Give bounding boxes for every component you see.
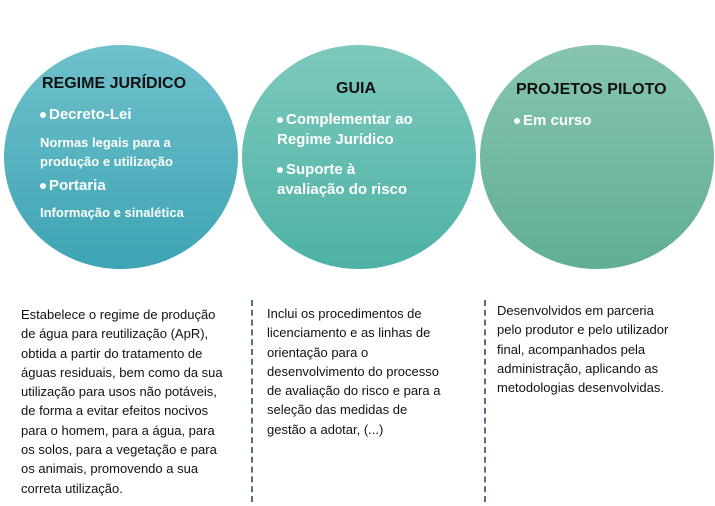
title-projetos-piloto: PROJETOS PILOTO bbox=[516, 81, 667, 98]
detail-portaria: Informação e sinalética bbox=[40, 205, 184, 220]
text-line: águas residuais, bem como da sua bbox=[21, 364, 223, 380]
bullet-text: Suporte à bbox=[286, 161, 356, 178]
text-line: licenciamento e as linhas de bbox=[267, 325, 431, 341]
text-line: orientação para o bbox=[267, 344, 369, 360]
circle-guia bbox=[242, 45, 476, 269]
divider bbox=[251, 300, 253, 502]
detail-decreto-lei: Normas legais para a produção e utilizaçã… bbox=[40, 133, 173, 171]
bullet-portaria: Portaria bbox=[40, 176, 106, 196]
text-line: de avaliação do risco e para a bbox=[267, 383, 441, 399]
text-line: administração, aplicando as bbox=[497, 360, 659, 376]
text-line: Inclui os procedimentos de bbox=[267, 306, 422, 321]
text-line: obtida a partir do tratamento de bbox=[21, 345, 203, 361]
bullet-icon bbox=[514, 118, 520, 125]
bullet-decreto-lei: Decreto-Lei bbox=[40, 105, 132, 125]
bullet-text: Regime Jurídico bbox=[277, 131, 394, 148]
title-regime-juridico: REGIME JURÍDICO bbox=[42, 75, 187, 92]
bullet-suporte: Suporte à avaliação do risco bbox=[277, 160, 407, 200]
bullet-em-curso: Em curso bbox=[514, 111, 591, 131]
text-line: Estabelece o regime de produção bbox=[21, 307, 216, 322]
bullet-text: Portaria bbox=[49, 177, 106, 194]
text-line: os solos, para a vegetação e para bbox=[21, 442, 217, 458]
bullet-text: Em curso bbox=[523, 112, 592, 129]
text-line: para o homem, para a água, para bbox=[21, 422, 215, 438]
text-line: pelo produtor e pelo utilizador bbox=[497, 322, 669, 338]
text-line: os animais, promovendo a sua bbox=[21, 461, 199, 477]
text-line: metodologias desenvolvidas. bbox=[497, 380, 664, 396]
text-line: correta utilização. bbox=[21, 480, 123, 496]
circle-regime-juridico bbox=[4, 45, 238, 269]
detail-line: produção e utilização bbox=[40, 154, 173, 169]
text-line: utilização para usos não potáveis, bbox=[21, 384, 217, 400]
text-line: seleção das medidas de bbox=[267, 402, 408, 418]
description-regime-juridico: Estabelece o regime de produção de água … bbox=[21, 305, 223, 498]
description-guia: Inclui os procedimentos de licenciamento… bbox=[267, 304, 440, 439]
bullet-text: avaliação do risco bbox=[277, 181, 408, 198]
bullet-icon bbox=[40, 112, 46, 119]
circle-projetos-piloto bbox=[480, 45, 714, 269]
title-guia: GUIA bbox=[336, 80, 376, 97]
text-line: de forma a evitar efeitos nocivos bbox=[21, 403, 209, 419]
detail-line: Normas legais para a bbox=[40, 135, 171, 150]
bullet-complementar: Complementar ao Regime Jurídico bbox=[277, 110, 413, 150]
text-line: final, acompanhados pela bbox=[497, 341, 646, 357]
divider bbox=[484, 300, 486, 502]
bullet-icon bbox=[40, 183, 46, 190]
text-line: gestão a adotar, (...) bbox=[267, 421, 384, 437]
text-line: de água para reutilização (ApR), bbox=[21, 326, 209, 342]
bullet-text: Decreto-Lei bbox=[49, 106, 132, 123]
bullet-icon bbox=[277, 167, 283, 174]
bullet-text: Complementar ao bbox=[286, 111, 413, 128]
description-projetos-piloto: Desenvolvidos em parceria pelo produtor … bbox=[497, 301, 668, 397]
bullet-icon bbox=[277, 117, 283, 124]
text-line: desenvolvimento do processo bbox=[267, 363, 439, 379]
text-line: Desenvolvidos em parceria bbox=[497, 303, 654, 318]
